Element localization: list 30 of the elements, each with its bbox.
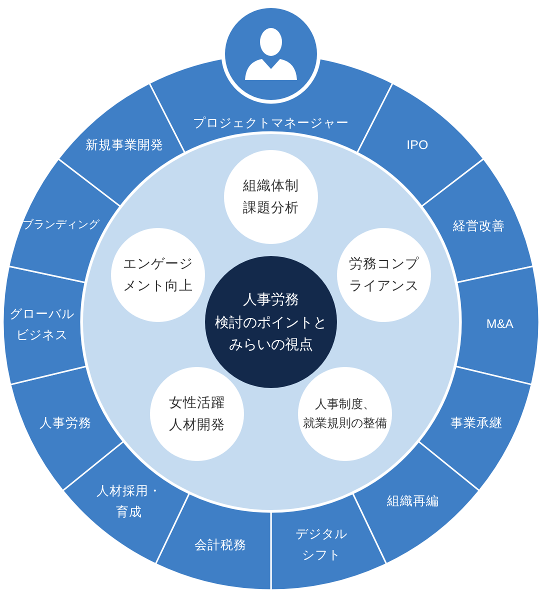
segment-label: 人材採用・育成 <box>96 482 162 521</box>
topic-label: エンゲージメント向上 <box>123 255 193 295</box>
segment-label: IPO <box>406 137 428 154</box>
ring-segment <box>2 266 87 386</box>
ring-segment <box>356 82 484 208</box>
segment-label: 人事労務 <box>40 414 92 432</box>
topic-label: 人事制度、就業規則の整備 <box>303 396 387 432</box>
segment-label: 新規事業開発 <box>86 137 164 154</box>
topic-label: 労務コンプライアンス <box>349 255 419 295</box>
topic-label: 女性活躍人材開発 <box>169 394 225 434</box>
topic-label: 組織体制課題分析 <box>243 177 299 217</box>
segment-label: プロジェクトマネージャー <box>193 115 349 132</box>
topic-label: 人事労務検討のポイントとみらいの視点 <box>215 290 327 354</box>
segment-label: 会計税務 <box>194 536 246 554</box>
segment-label: デジタルシフト <box>296 526 348 564</box>
ring-segment <box>270 492 388 591</box>
ring-segment <box>352 440 480 565</box>
ring-segment <box>420 158 534 284</box>
ring-segment <box>154 492 272 591</box>
ring-segment <box>418 366 532 492</box>
ring-segment <box>455 266 540 386</box>
ring-segment <box>8 158 122 284</box>
segment-label: 事業承継 <box>450 414 502 432</box>
segment-label: 組織再編 <box>386 493 439 510</box>
segment-label: グローバルビジネス <box>10 306 75 344</box>
segment-label: 経営改善 <box>452 218 505 234</box>
segment-label: ブランディング <box>22 218 100 233</box>
ring-segment <box>58 82 186 208</box>
segment-label: M&A <box>486 316 514 334</box>
ring-segment <box>62 440 190 565</box>
